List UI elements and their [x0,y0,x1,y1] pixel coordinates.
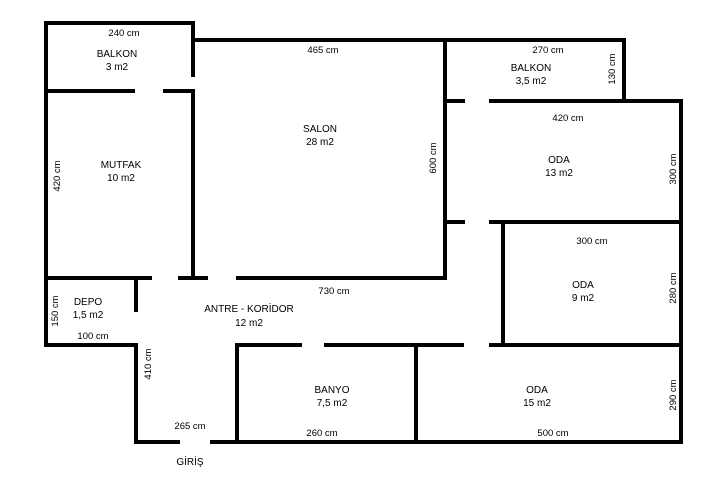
dim-corridor-length: 730 cm [318,286,349,297]
exterior-wall-top-right [443,38,626,103]
dim-oda2-width: 300 cm [576,236,607,247]
dim-balkon1-width: 240 cm [108,28,139,39]
dim-oda1-depth: 300 cm [668,153,679,184]
balkon2-name: BALKON [511,63,552,74]
oda1-area: 13 m2 [545,168,573,179]
dim-banyo-width: 260 cm [306,428,337,439]
banyo-name: BANYO [314,385,349,396]
depo-area: 1,5 m2 [73,310,104,321]
dim-salon-depth: 600 cm [428,142,439,173]
dim-depo-width: 100 cm [77,331,108,342]
dim-oda2-depth: 280 cm [668,272,679,303]
dim-mutfak-depth: 420 cm [52,160,63,191]
balkon2-area: 3,5 m2 [516,76,547,87]
dim-salon-width: 465 cm [307,45,338,56]
antre-area: 12 m2 [235,318,263,329]
dim-entry-depth: 410 cm [143,348,154,379]
balkon1-name: BALKON [97,49,138,60]
exterior-wall-left [44,21,138,347]
oda2-area: 9 m2 [572,293,595,304]
balkon1-area: 3 m2 [106,62,129,73]
entrance-label: GİRİŞ [176,455,204,468]
dim-balkon2-width: 270 cm [532,45,563,56]
dim-entry-width: 265 cm [174,421,205,432]
salon-area: 28 m2 [306,137,334,148]
dim-oda3-depth: 290 cm [668,379,679,410]
room-labels: BALKON 3 m2 BALKON 3,5 m2 MUTFAK 10 m2 S… [73,49,595,409]
salon-name: SALON [303,124,337,135]
entrance-wall-left [134,343,180,444]
oda1-name: ODA [548,155,570,166]
mutfak-name: MUTFAK [101,160,142,171]
dim-balkon2-depth: 130 cm [607,53,618,84]
exterior-wall-right [414,99,683,444]
oda2-name: ODA [572,280,594,291]
oda3-name: ODA [526,385,548,396]
antre-name: ANTRE - KORİDOR [204,302,293,315]
dim-oda1-width: 420 cm [552,113,583,124]
banyo-area: 7,5 m2 [317,398,348,409]
dimension-labels: 240 cm 465 cm 270 cm 420 cm 300 cm 730 c… [50,28,679,439]
depo-name: DEPO [74,297,103,308]
exterior-wall-top-left [44,21,447,42]
walls [44,21,683,444]
mutfak-area: 10 m2 [107,173,135,184]
oda3-area: 15 m2 [523,398,551,409]
dim-depo-depth: 150 cm [50,295,61,326]
dim-oda3-width: 500 cm [537,428,568,439]
